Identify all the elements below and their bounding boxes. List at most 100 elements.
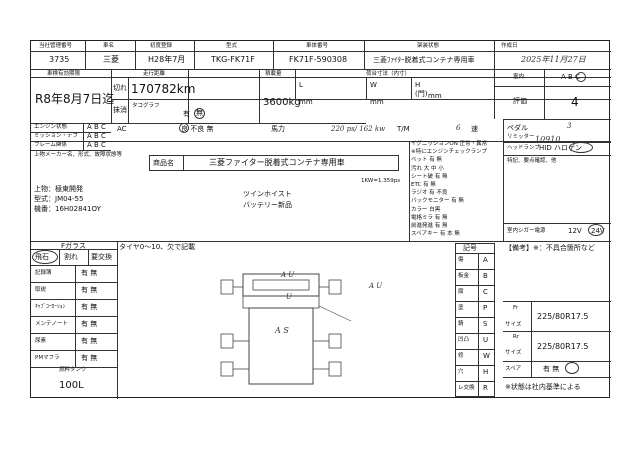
legend-name: 凹凸: [458, 337, 470, 343]
legend-title: 記号: [463, 244, 477, 252]
created-date: 2025年11月27日: [521, 55, 586, 64]
label-model: 型式: [226, 43, 238, 49]
label-limiter: リミッター: [507, 134, 535, 140]
label-load: 積載量: [265, 71, 282, 77]
label-mgmt-no: 当社管理番号: [39, 43, 73, 49]
label-mileage: 走行距離: [143, 71, 166, 77]
spare-circle-mark: [565, 362, 579, 374]
equipment-item: シート破 有 無: [411, 173, 448, 180]
legend-code: W: [483, 352, 490, 360]
label-dimensions: 荷台寸法（内寸）: [366, 71, 411, 77]
inspection-expiry: R8年8月7日迄: [35, 92, 115, 106]
first-registration: H28年7月: [148, 55, 186, 64]
socket-value: 12V: [568, 227, 582, 235]
damage-mark-side: A U: [369, 282, 383, 290]
condition-label: ミッション・デフ: [34, 133, 79, 139]
equipment-item: スペアキー 有 本 無: [411, 231, 460, 238]
equipment-item: バックモニター 有 無: [411, 198, 464, 205]
equipment-item: 電格ミラ 有 無: [411, 214, 448, 221]
headlamp-options: HID ハロゲン: [539, 144, 582, 152]
front-size-label: サイズ: [505, 322, 522, 328]
label-inspection: 車検有効期限: [47, 71, 81, 77]
doc-options: 有 無: [81, 354, 98, 362]
rear-tire-size: 225/80R17.5: [537, 342, 589, 351]
load-value: 3600kg: [263, 97, 301, 108]
width-label: W: [370, 81, 377, 89]
height-unit: mm: [428, 92, 442, 100]
glass-replace: 要交換: [91, 253, 112, 261]
label-pedal: ペダル: [507, 124, 528, 132]
condition-label: フレーム関係: [34, 142, 67, 148]
doc-options: 有 無: [81, 303, 98, 311]
legend-code: R: [483, 384, 488, 392]
interior-grade: A B C: [561, 73, 580, 81]
equipment-item: カラー 白黒: [411, 206, 441, 213]
doc-label: 尿素: [35, 338, 47, 344]
glass-crack: 割れ: [64, 253, 78, 261]
power-conversion-note: 1KW=1.359ps: [361, 178, 401, 184]
legend-code: P: [483, 304, 488, 312]
condition-label: エンジン状態: [34, 124, 68, 130]
doc-label: ｷｬﾌﾞｺｰﾛｰｼｮﾝ: [35, 304, 66, 310]
remarks-label: 【備考】※：不具合箇所など: [505, 244, 595, 252]
equipment-item: ETC 有 無: [411, 182, 436, 188]
ac-options: 良 不良 無: [181, 125, 214, 133]
damage-mark-front: A U: [281, 271, 295, 279]
product-name-box: [149, 155, 399, 171]
inspection-sheet: 当社管理番号 車名 初度登録 型式 車体番号 架装状態 作成日 3735 三菱 …: [30, 40, 611, 399]
equipment-item: ラジオ 有 不良: [411, 190, 448, 197]
label-chassis: 車体番号: [306, 43, 329, 49]
rear-size-label: サイズ: [505, 350, 522, 356]
upper-body-model: 型式：JM04-55: [34, 195, 84, 203]
pedal-value: 3: [567, 122, 572, 130]
footer-note: ※状態は社内基準による: [505, 383, 581, 391]
socket-circle-mark: [588, 224, 604, 236]
notes-header: 上物メーカー名、形式、故障状態等: [34, 152, 123, 158]
label-first-reg: 初度登録: [150, 43, 173, 49]
condition-grade: A B C: [87, 123, 106, 131]
equipment-item: イグニッションON 正常・異常: [411, 141, 488, 147]
doc-options: 有 無: [81, 269, 98, 277]
upper-body-engine: 機番：16H02841OY: [34, 205, 101, 213]
equipment-item: ベット 有 無: [411, 157, 442, 164]
label-maker: 車名: [103, 43, 115, 49]
condition-grade: A B C: [87, 132, 106, 140]
label-headlamp: ヘッドランプ: [507, 145, 540, 151]
legend-code: U: [483, 336, 489, 344]
label-tachograph: タコグラフ: [132, 103, 160, 109]
legend-box: [455, 243, 495, 397]
body-type: 三菱ﾌｧｲﾀｰ脱着式コンテナ専用車: [373, 56, 475, 64]
tm-unit: 速: [471, 125, 478, 133]
legend-name: 塗: [458, 305, 464, 311]
label-score: 評価: [513, 97, 527, 105]
ac-circle-mark: [179, 123, 189, 133]
product-name: 三菱ファイター脱着式コンテナ専用車: [209, 158, 345, 167]
label-cigar-socket: 室内シガー電源: [507, 228, 546, 234]
legend-name: 穴: [458, 369, 464, 375]
doc-options: 有 無: [81, 320, 98, 328]
label-created: 作成日: [501, 43, 518, 49]
feature-1: ツインホイスト: [243, 190, 292, 198]
label-interior: 室内: [513, 74, 525, 80]
mileage-prefix: 切れ: [113, 84, 127, 92]
label-product-name: 商品名: [153, 159, 174, 167]
length-unit: mm: [299, 98, 313, 106]
legend-code: C: [483, 288, 488, 296]
equipment-item: ※特にエンジンチェックランプ: [411, 149, 487, 156]
feature-2: バッテリー新品: [243, 201, 292, 209]
legend-code: B: [483, 272, 488, 280]
doc-options: 有 無: [81, 337, 98, 345]
legend-name: レ交換: [458, 385, 475, 391]
score-value: 4: [571, 95, 579, 109]
height-label: H: [415, 81, 421, 89]
label-erase: 抹消: [113, 106, 127, 114]
model-code: TKG-FK71F: [211, 55, 255, 64]
legend-name: 傷: [458, 257, 464, 263]
label-power: 馬力: [271, 125, 285, 133]
legend-code: A: [483, 256, 488, 264]
doc-options: 有 無: [81, 286, 98, 294]
damage-mark-bed: A S: [275, 326, 289, 335]
equipment-item: 汚れ 大 中 小: [411, 165, 444, 172]
front-tire-label: Fr: [513, 305, 519, 311]
front-tire-size: 225/80R17.5: [537, 312, 589, 321]
